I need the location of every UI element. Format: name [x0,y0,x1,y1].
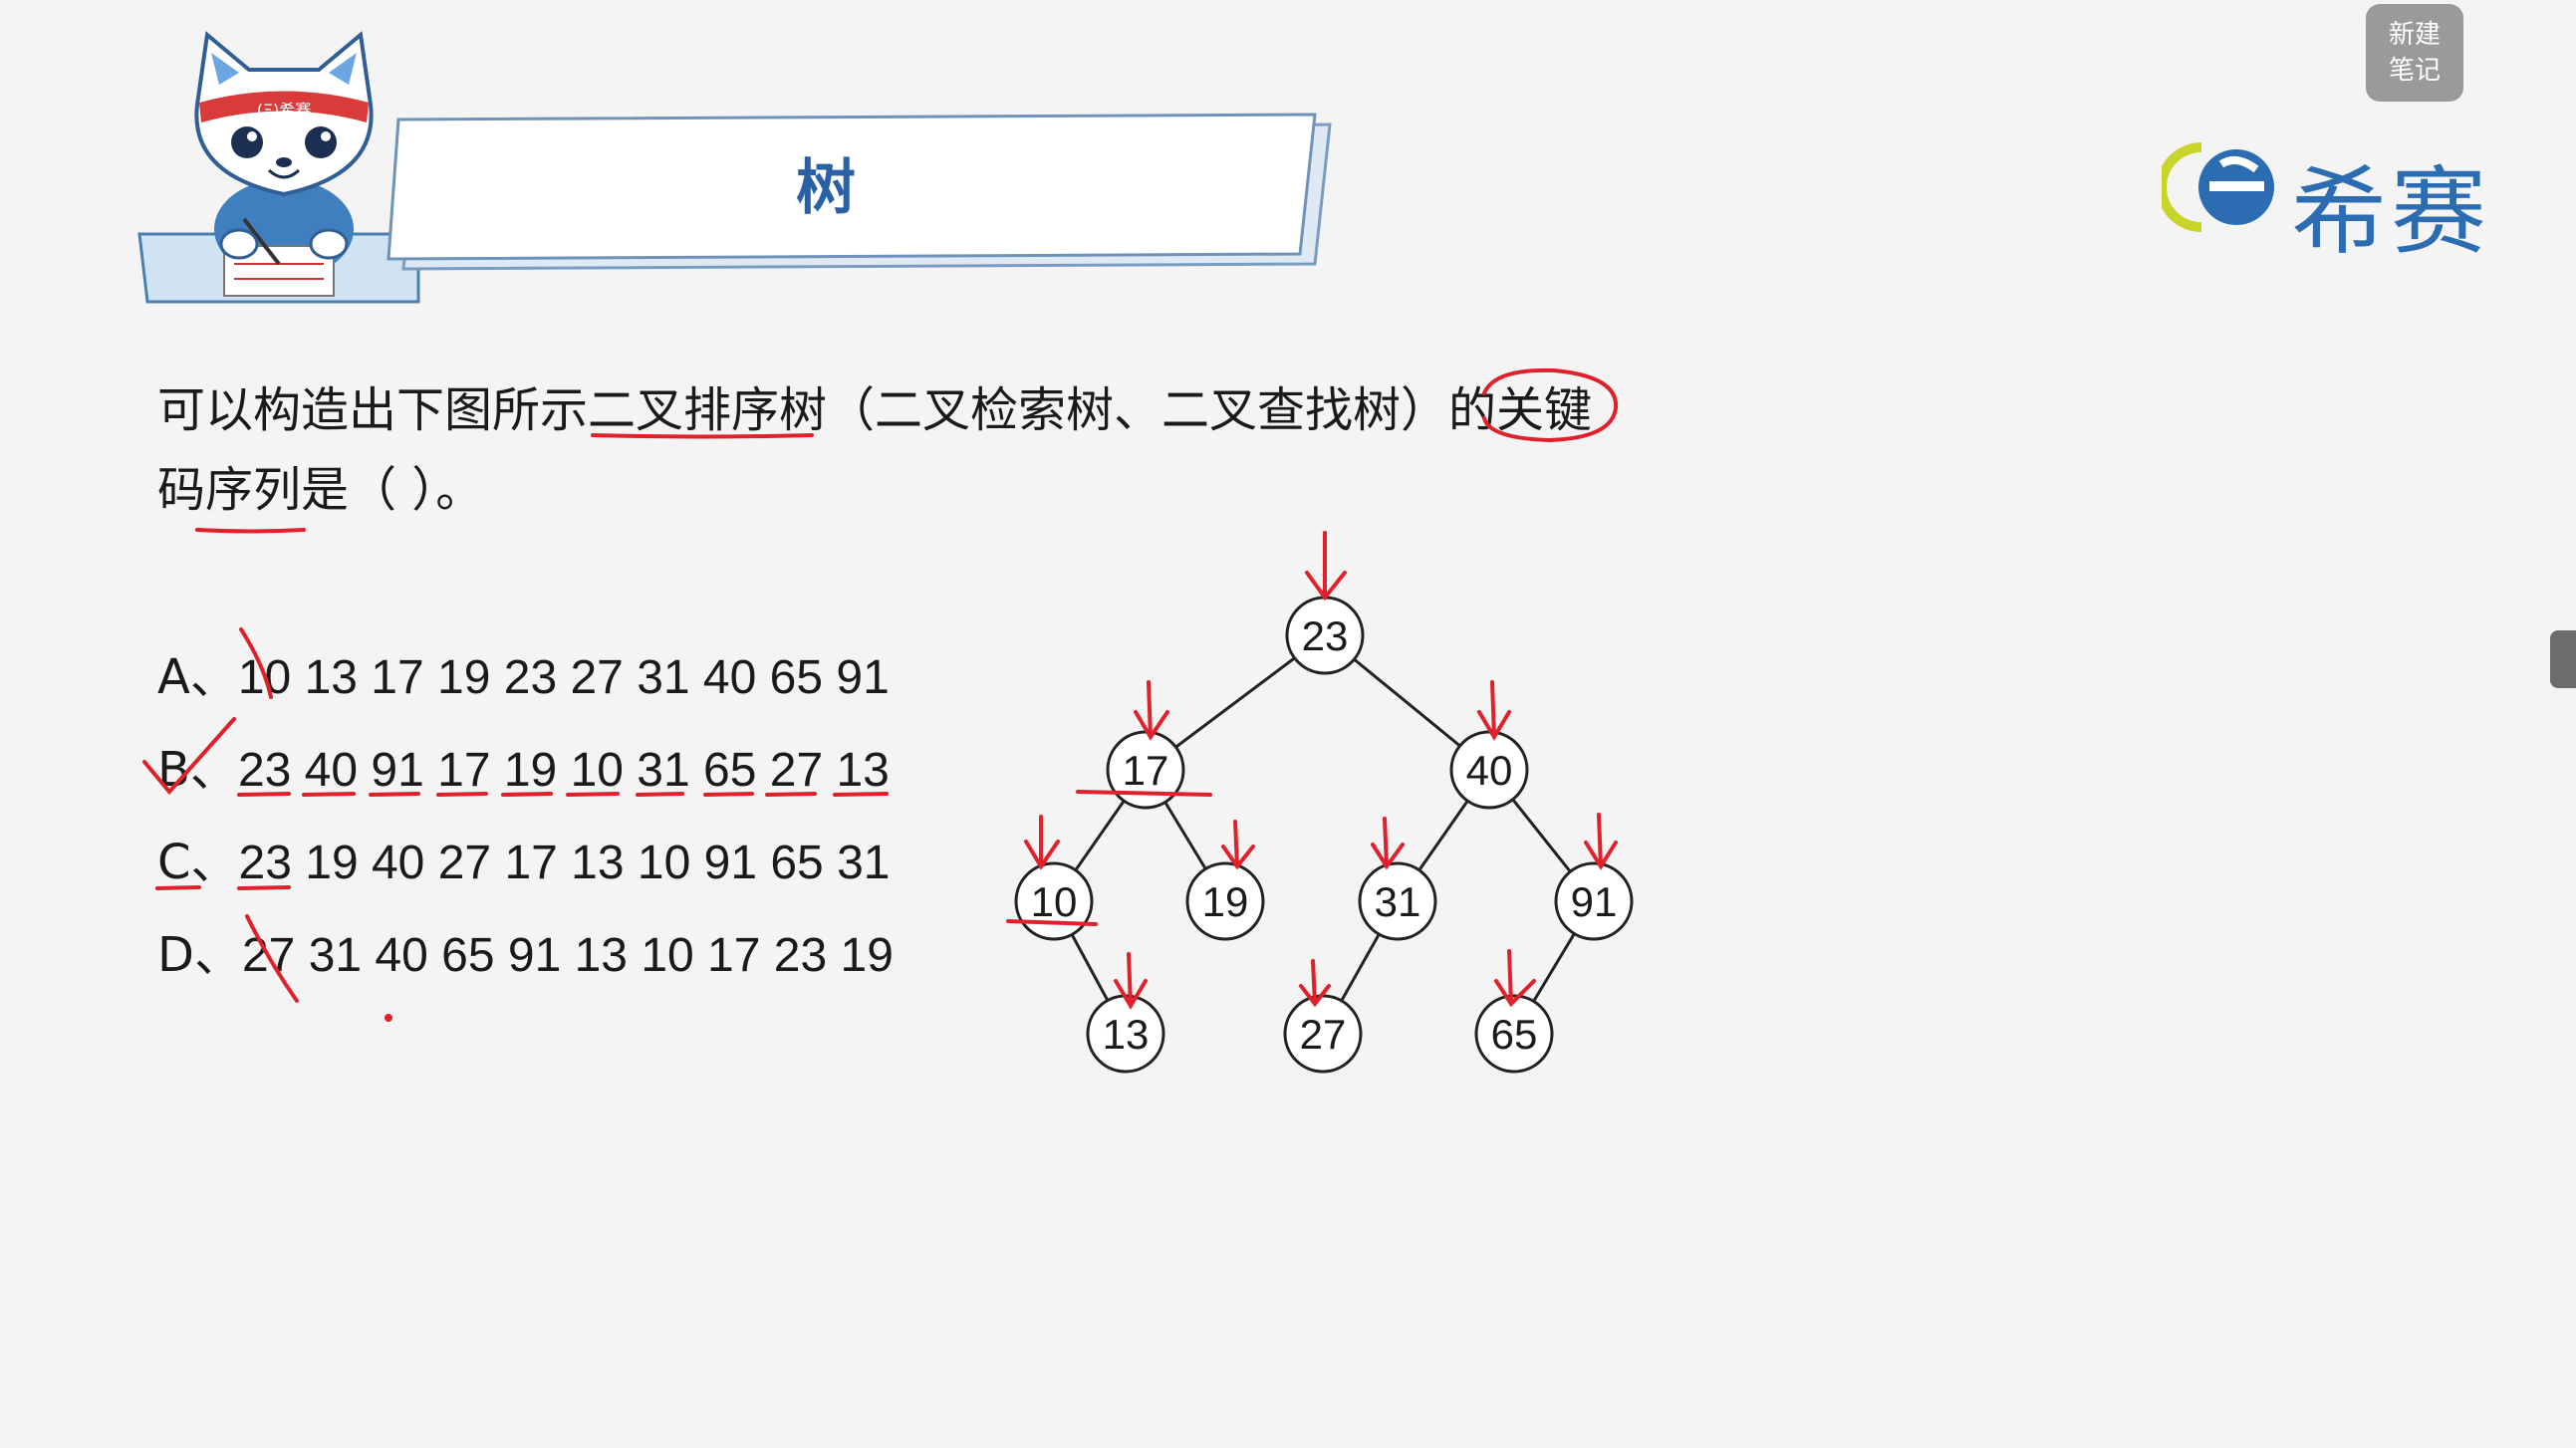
option-a[interactable]: A、10 13 17 19 23 27 31 40 65 91 [157,637,890,707]
tree-node: 31 [1358,861,1437,941]
tree-node-label: 27 [1300,1011,1347,1058]
tree-node-label: 91 [1571,878,1618,925]
question-middle: （二叉检索树、二叉查找树）的 [827,382,1497,438]
side-panel-toggle[interactable] [2550,630,2576,688]
option-d[interactable]: D、27 31 40 65 91 13 10 17 23 19 [157,915,894,985]
tree-node: 23 [1285,596,1365,675]
new-note-label-line2: 笔记 [2388,56,2441,86]
tree-node-label: 23 [1302,612,1349,659]
option-b-values: 23 40 91 17 19 10 31 65 27 13 [237,744,890,797]
tree-node: 19 [1185,861,1265,941]
tree-node-label: 19 [1202,878,1249,925]
tree-node-label: 13 [1103,1011,1150,1058]
option-a-label: A、 [157,649,238,705]
tree-node: 17 [1106,730,1185,810]
question-key2: 码序列 [157,462,302,518]
question-text: 可以构造出下图所示二叉排序树（二叉检索树、二叉查找树）的关键 码序列是（ ）。 [157,370,1652,530]
mascot-headband-text: (Ξ)希赛 [257,101,312,120]
tree-node: 10 [1014,861,1094,941]
tree-node: 27 [1283,994,1363,1074]
tree-node-label: 65 [1491,1011,1538,1058]
option-d-label: D、 [157,927,242,983]
title-banner [386,113,1332,271]
option-c-label: C、 [157,835,239,890]
tree-node-label: 17 [1123,747,1169,794]
question-prefix: 可以构造出下图所示 [157,382,589,438]
tree-node: 65 [1474,994,1554,1074]
tree-node-label: 10 [1031,878,1078,925]
tree-node: 13 [1086,994,1165,1074]
option-a-values: 10 13 17 19 23 27 31 40 65 91 [237,651,890,704]
question-key1: 关键 [1496,382,1593,438]
tree-node: 91 [1554,861,1634,941]
question-term: 二叉排序树 [588,382,828,438]
tree-node-label: 31 [1375,878,1421,925]
question-suffix: 是（ ）。 [301,462,484,518]
new-note-label-line1: 新建 [2388,20,2441,50]
tree-node: 40 [1449,730,1529,810]
brand-logo [2162,142,2274,232]
tree-node-label: 40 [1466,747,1513,794]
option-b-label: B、 [157,742,238,798]
option-b[interactable]: B、23 40 91 17 19 10 31 65 27 13 [157,730,890,800]
new-note-button[interactable]: 新建 笔记 [2366,4,2463,102]
option-c[interactable]: C、23 19 40 27 17 13 10 91 65 31 [157,823,890,892]
option-c-values: 23 19 40 27 17 13 10 91 65 31 [238,837,891,889]
brand-name: 希赛 [2291,156,2490,268]
option-d-values: 27 31 40 65 91 13 10 17 23 19 [241,929,894,982]
page-title: 树 [796,153,858,223]
mascot-cat-illustration: (Ξ)希赛 [137,31,420,304]
binary-search-tree-diagram: 23 17 40 10 19 31 91 13 27 65 [1014,596,1634,1074]
